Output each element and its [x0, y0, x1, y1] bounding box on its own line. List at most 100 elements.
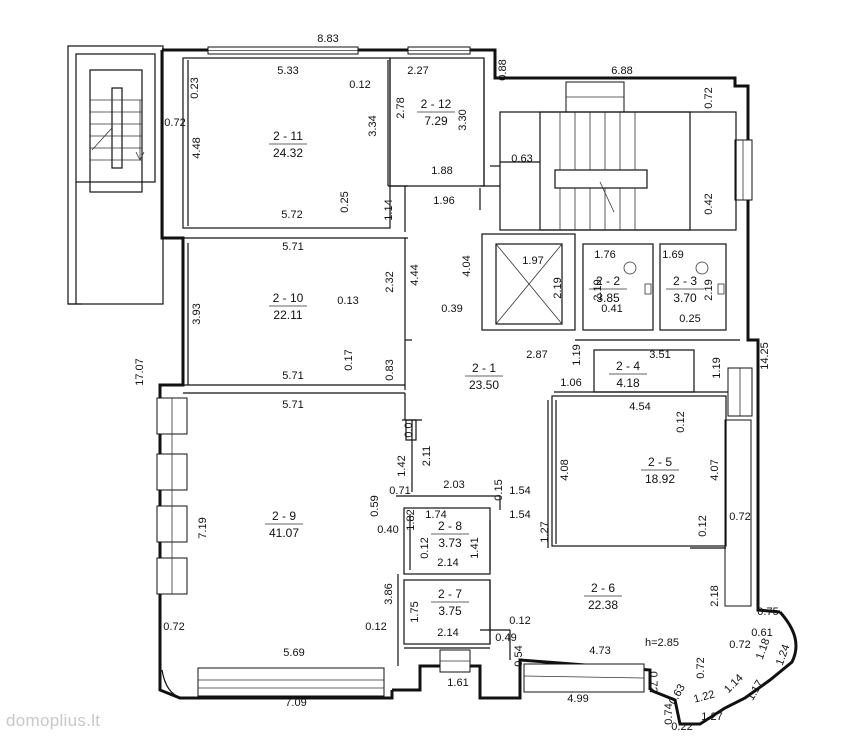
watermark-logo: domoplius.lt [6, 711, 101, 730]
dimension-label: 0.72 [647, 671, 659, 692]
dimension-label: 3.93 [191, 303, 203, 324]
dimension-label: 2.14 [437, 557, 458, 569]
room-area-label: 18.92 [645, 472, 675, 486]
dimension-label: 0.72 [729, 639, 750, 651]
dimension-label: 5.71 [282, 399, 303, 411]
room-area-label: 3.75 [438, 604, 462, 618]
dimension-label: 1.22 [692, 689, 716, 706]
dimension-label: 0.72 [729, 511, 750, 523]
dimension-label: 3.86 [383, 583, 395, 604]
room-area-label: 23.50 [469, 378, 499, 392]
dimension-label: 2.78 [395, 97, 407, 118]
dimension-label: 0.17 [343, 349, 355, 370]
dimension-label: 5.71 [282, 370, 303, 382]
dimension-label: 2.18 [709, 585, 721, 606]
dimension-label: 17.07 [134, 358, 146, 386]
dimension-label: 4.44 [409, 264, 421, 285]
dimension-label: 3.51 [649, 349, 670, 361]
dimension-label: 5.71 [282, 241, 303, 253]
dimension-label: 0.42 [703, 193, 715, 214]
dimension-label: 0.12 [675, 411, 687, 432]
room-id-label: 2 - 6 [591, 581, 615, 595]
dimension-label: 0.63 [511, 153, 532, 165]
dimension-label: 1.19 [711, 357, 723, 378]
room-area-label: 7.29 [424, 114, 448, 128]
dimension-label: 1.27 [701, 711, 722, 723]
dimension-label: 5.69 [283, 647, 304, 659]
room-area-label: 24.32 [273, 146, 303, 160]
dimension-label: 4.04 [461, 255, 473, 276]
room-id-label: 2 - 12 [421, 97, 452, 111]
dimension-label: 0.22 [671, 721, 692, 733]
interior-walls [182, 57, 740, 666]
dimension-label: 1.19 [571, 344, 583, 365]
dimension-label: 0.49 [495, 632, 516, 644]
dimension-label: 0.54 [513, 645, 525, 666]
dimension-label: 0.13 [337, 295, 358, 307]
dimension-label: 7.09 [285, 697, 306, 709]
dimension-label: 0.12 [349, 79, 370, 91]
dimension-label: 3.34 [367, 115, 379, 136]
dimension-label: 2.87 [526, 349, 547, 361]
room-id-label: 2 - 8 [438, 519, 462, 533]
room-area-label: 3.73 [438, 536, 462, 550]
dimension-label: 0.12 [509, 615, 530, 627]
dimension-label: 0.88 [497, 59, 509, 80]
dimension-label: 0.39 [441, 303, 462, 315]
dimension-label: 0.72 [695, 657, 707, 678]
dimension-label: 4.07 [709, 459, 721, 480]
dimension-label: h=2.85 [645, 637, 679, 649]
dimension-label: 0.61 [751, 627, 772, 639]
room-area-label: 41.07 [269, 526, 299, 540]
dimension-label: 5.33 [277, 65, 298, 77]
dimension-label: 1.61 [447, 677, 468, 689]
dimension-label: 4.54 [629, 401, 650, 413]
dimension-label: 0.23 [189, 77, 201, 98]
room-id-label: 2 - 3 [673, 274, 697, 288]
dimension-label: 8.83 [317, 33, 338, 45]
dimension-label: 2.32 [384, 271, 396, 292]
dimension-label: 0.41 [601, 303, 622, 315]
dimension-label: 1.14 [722, 672, 746, 696]
dimension-label: 2.27 [407, 65, 428, 77]
room-area-label: 22.38 [588, 598, 618, 612]
windows [156, 46, 753, 697]
dimension-label: 2.14 [437, 627, 458, 639]
dimension-label: 2.03 [443, 479, 464, 491]
dimension-label: 1.27 [539, 521, 551, 542]
dimension-label: 7.19 [197, 517, 209, 538]
dimension-label: 0.75 [757, 606, 778, 618]
dimension-label: 2.11 [421, 446, 433, 467]
room-id-label: 2 - 4 [616, 359, 640, 373]
dimension-label: 2.19 [592, 279, 604, 300]
external-staircase [67, 45, 164, 305]
dimension-label: 4.48 [191, 137, 203, 158]
dimension-label: 1.82 [405, 509, 417, 530]
dimension-label: 0.12 [697, 515, 709, 536]
dimension-label: 1.74 [425, 509, 446, 521]
dimension-label: 1.06 [560, 377, 581, 389]
dimension-label: 0.25 [679, 313, 700, 325]
dimension-label: 1.54 [509, 485, 530, 497]
dimension-label: 4.99 [567, 693, 588, 705]
dimension-label: 0.72 [163, 621, 184, 633]
dimension-label: 1.54 [509, 509, 530, 521]
dimension-label: 1.69 [662, 249, 683, 261]
dimension-label: 1.96 [433, 195, 454, 207]
dimension-label: 0.74 [663, 703, 675, 724]
dimension-label: 1.14 [383, 199, 395, 220]
dimension-label: 0.25 [339, 191, 351, 212]
dimension-label: 0.72 [703, 87, 715, 108]
exterior-walls [158, 48, 798, 726]
dimension-label: 4.73 [589, 645, 610, 657]
dimension-label: 0.15 [493, 479, 505, 500]
room-id-label: 2 - 11 [273, 129, 303, 143]
dimension-label: 0.40 [377, 524, 398, 536]
dimension-label: 0.59 [369, 495, 381, 516]
dimension-label: 1.17 [745, 678, 766, 703]
dimension-label: 0.83 [384, 359, 396, 380]
dimension-label: 0.0 [403, 422, 415, 437]
dimension-label: 1.18 [754, 637, 773, 661]
room-id-label: 2 - 9 [272, 509, 296, 523]
